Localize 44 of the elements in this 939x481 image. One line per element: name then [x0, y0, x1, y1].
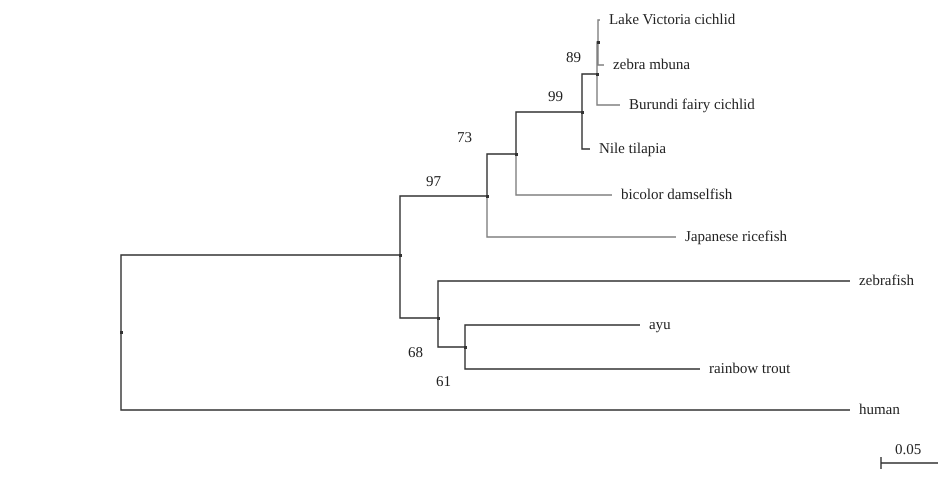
bootstrap-value: 61: [436, 373, 451, 391]
tree-branch: [515, 111, 582, 154]
taxon-label: ayu: [640, 316, 671, 334]
tree-branch: [596, 41, 598, 74]
tree-branch: [597, 42, 604, 66]
taxon-label: bicolor damselfish: [612, 186, 732, 204]
tree-branch: [486, 196, 676, 238]
branch-point: [486, 194, 488, 198]
branch-point: [436, 316, 440, 320]
taxon-label: zebrafish: [850, 272, 914, 290]
tree-branch: [399, 255, 438, 319]
taxon-label: human: [850, 401, 900, 419]
tree-branch: [581, 112, 590, 150]
tree-branch: [596, 74, 620, 106]
scale-label: 0.05: [895, 441, 922, 459]
taxon-label: Nile tilapia: [590, 140, 666, 158]
taxon-label: Japanese ricefish: [676, 228, 788, 246]
tree-branch: [399, 195, 487, 255]
tree-branch: [437, 318, 465, 348]
taxon-label: zebra mbuna: [604, 56, 690, 74]
bootstrap-value: 89: [566, 49, 581, 67]
branch-point: [398, 254, 402, 256]
tree-branch: [120, 254, 400, 332]
tree-branch: [597, 19, 600, 42]
bootstrap-value: 73: [457, 129, 472, 147]
tree-branch: [464, 347, 700, 370]
bootstrap-value: 68: [408, 344, 423, 362]
branch-point: [464, 346, 466, 348]
branch-point: [514, 152, 518, 156]
branch-point: [580, 110, 584, 114]
taxon-label: rainbow trout: [700, 360, 790, 378]
taxon-label: Burundi fairy cichlid: [620, 96, 755, 114]
bootstrap-value: 97: [426, 173, 441, 191]
tree-branch: [581, 73, 597, 112]
taxon-label: Lake Victoria cichlid: [600, 11, 736, 29]
tree-branch: [486, 153, 516, 196]
branch-point: [120, 330, 122, 334]
tree-branch: [464, 324, 640, 347]
tree-branch: [437, 280, 850, 318]
bootstrap-value: 99: [548, 88, 563, 106]
tree-branch: [120, 332, 850, 411]
tree-branch: [515, 154, 612, 196]
branch-point: [596, 40, 600, 44]
branch-point: [596, 72, 598, 76]
